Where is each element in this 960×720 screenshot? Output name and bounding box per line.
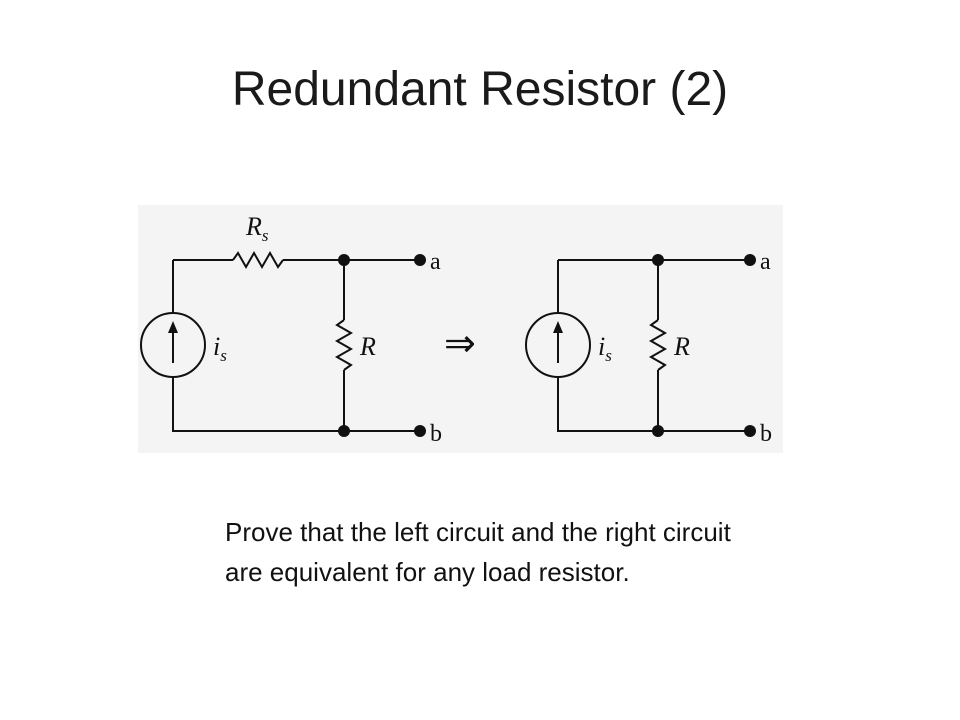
right-node-top bbox=[652, 254, 664, 266]
left-terminal-a-dot bbox=[414, 254, 426, 266]
left-node-top bbox=[338, 254, 350, 266]
right-r-label: R bbox=[673, 332, 690, 361]
left-terminal-b-dot bbox=[414, 425, 426, 437]
right-current-source bbox=[525, 312, 591, 378]
slide-body-text: Prove that the left circuit and the righ… bbox=[225, 517, 731, 587]
left-rs-resistor bbox=[232, 250, 284, 270]
right-terminal-b-dot bbox=[744, 425, 756, 437]
left-node-bottom bbox=[338, 425, 350, 437]
right-source-arrowhead bbox=[553, 321, 563, 333]
left-source-label: is bbox=[213, 332, 227, 365]
left-r-label: R bbox=[359, 332, 376, 361]
right-terminal-b-label: b bbox=[760, 421, 772, 447]
circuit-svg: Rs is R a b ⇒ is R a b bbox=[140, 212, 772, 447]
right-terminal-a-label: a bbox=[760, 249, 771, 275]
slide-title: Redundant Resistor (2) bbox=[231, 63, 729, 116]
left-source-arrowhead bbox=[168, 321, 178, 333]
left-current-source bbox=[140, 312, 206, 378]
right-shunt-resistor bbox=[648, 319, 668, 371]
left-terminal-b-label: b bbox=[430, 421, 442, 447]
left-wire-bottom-source bbox=[172, 377, 420, 432]
right-node-bottom bbox=[652, 425, 664, 437]
right-source-label: is bbox=[598, 332, 612, 365]
left-shunt-resistor bbox=[334, 319, 354, 371]
right-wire-bottom bbox=[557, 377, 750, 432]
left-rs-label: Rs bbox=[245, 212, 269, 245]
right-terminal-a-dot bbox=[744, 254, 756, 266]
implies-arrow: ⇒ bbox=[444, 323, 476, 365]
left-terminal-a-label: a bbox=[430, 249, 441, 275]
circuit-diagram: Rs is R a b ⇒ is R a b bbox=[138, 205, 783, 453]
